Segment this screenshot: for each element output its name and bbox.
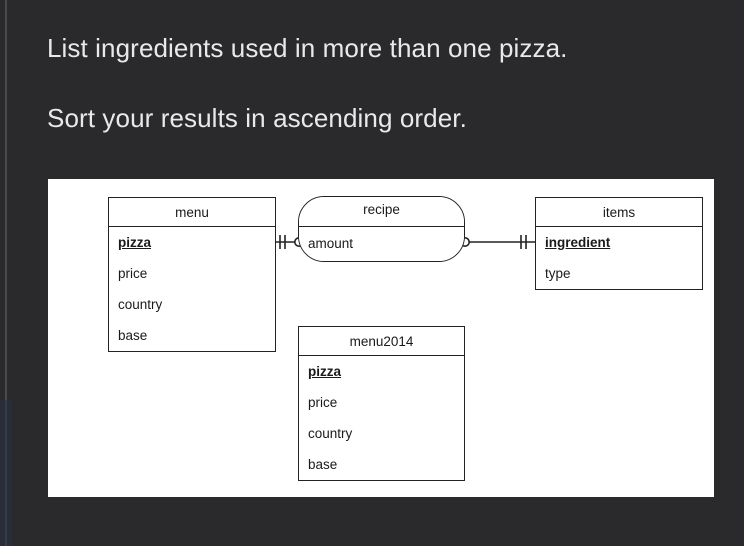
attribute-menu2014-country: country	[308, 426, 353, 441]
attribute-items-type: type	[545, 266, 571, 281]
entity-recipe-attributes: amount	[299, 227, 464, 261]
page-scrollbar[interactable]	[0, 0, 12, 546]
question-line-1: List ingredients used in more than one p…	[47, 33, 568, 63]
entity-menu2014-title: menu2014	[299, 327, 464, 356]
question-line-2: Sort your results in ascending order.	[47, 103, 467, 133]
scrollbar-track[interactable]	[5, 0, 7, 546]
attribute-items-ingredient: ingredient	[545, 235, 611, 250]
entity-menu2014: menu2014 pizza price country base	[298, 326, 465, 481]
entity-items-title: items	[536, 198, 702, 227]
attribute-menu-country: country	[118, 297, 163, 312]
attribute-menu2014-base: base	[308, 457, 338, 472]
entity-menu2014-attributes: pizza price country base	[299, 356, 464, 480]
attribute-menu-price: price	[118, 266, 148, 281]
attribute-recipe-amount: amount	[308, 236, 354, 251]
question-text: List ingredients used in more than one p…	[47, 30, 707, 136]
entity-items-attributes: ingredient type	[536, 227, 702, 289]
attribute-menu-base: base	[118, 328, 148, 343]
entity-menu: menu pizza price country base	[108, 197, 276, 352]
er-diagram-panel: menu pizza price country base recipe amo…	[48, 179, 714, 497]
attribute-menu-pizza: pizza	[118, 235, 152, 250]
scrollbar-thumb[interactable]	[0, 400, 12, 546]
entity-menu-attributes: pizza price country base	[109, 227, 275, 351]
entity-menu-title: menu	[109, 198, 275, 227]
entity-items: items ingredient type	[535, 197, 703, 290]
attribute-menu2014-pizza: pizza	[308, 364, 342, 379]
attribute-menu2014-price: price	[308, 395, 338, 410]
entity-recipe-title: recipe	[299, 197, 464, 227]
entity-recipe: recipe amount	[298, 196, 465, 262]
